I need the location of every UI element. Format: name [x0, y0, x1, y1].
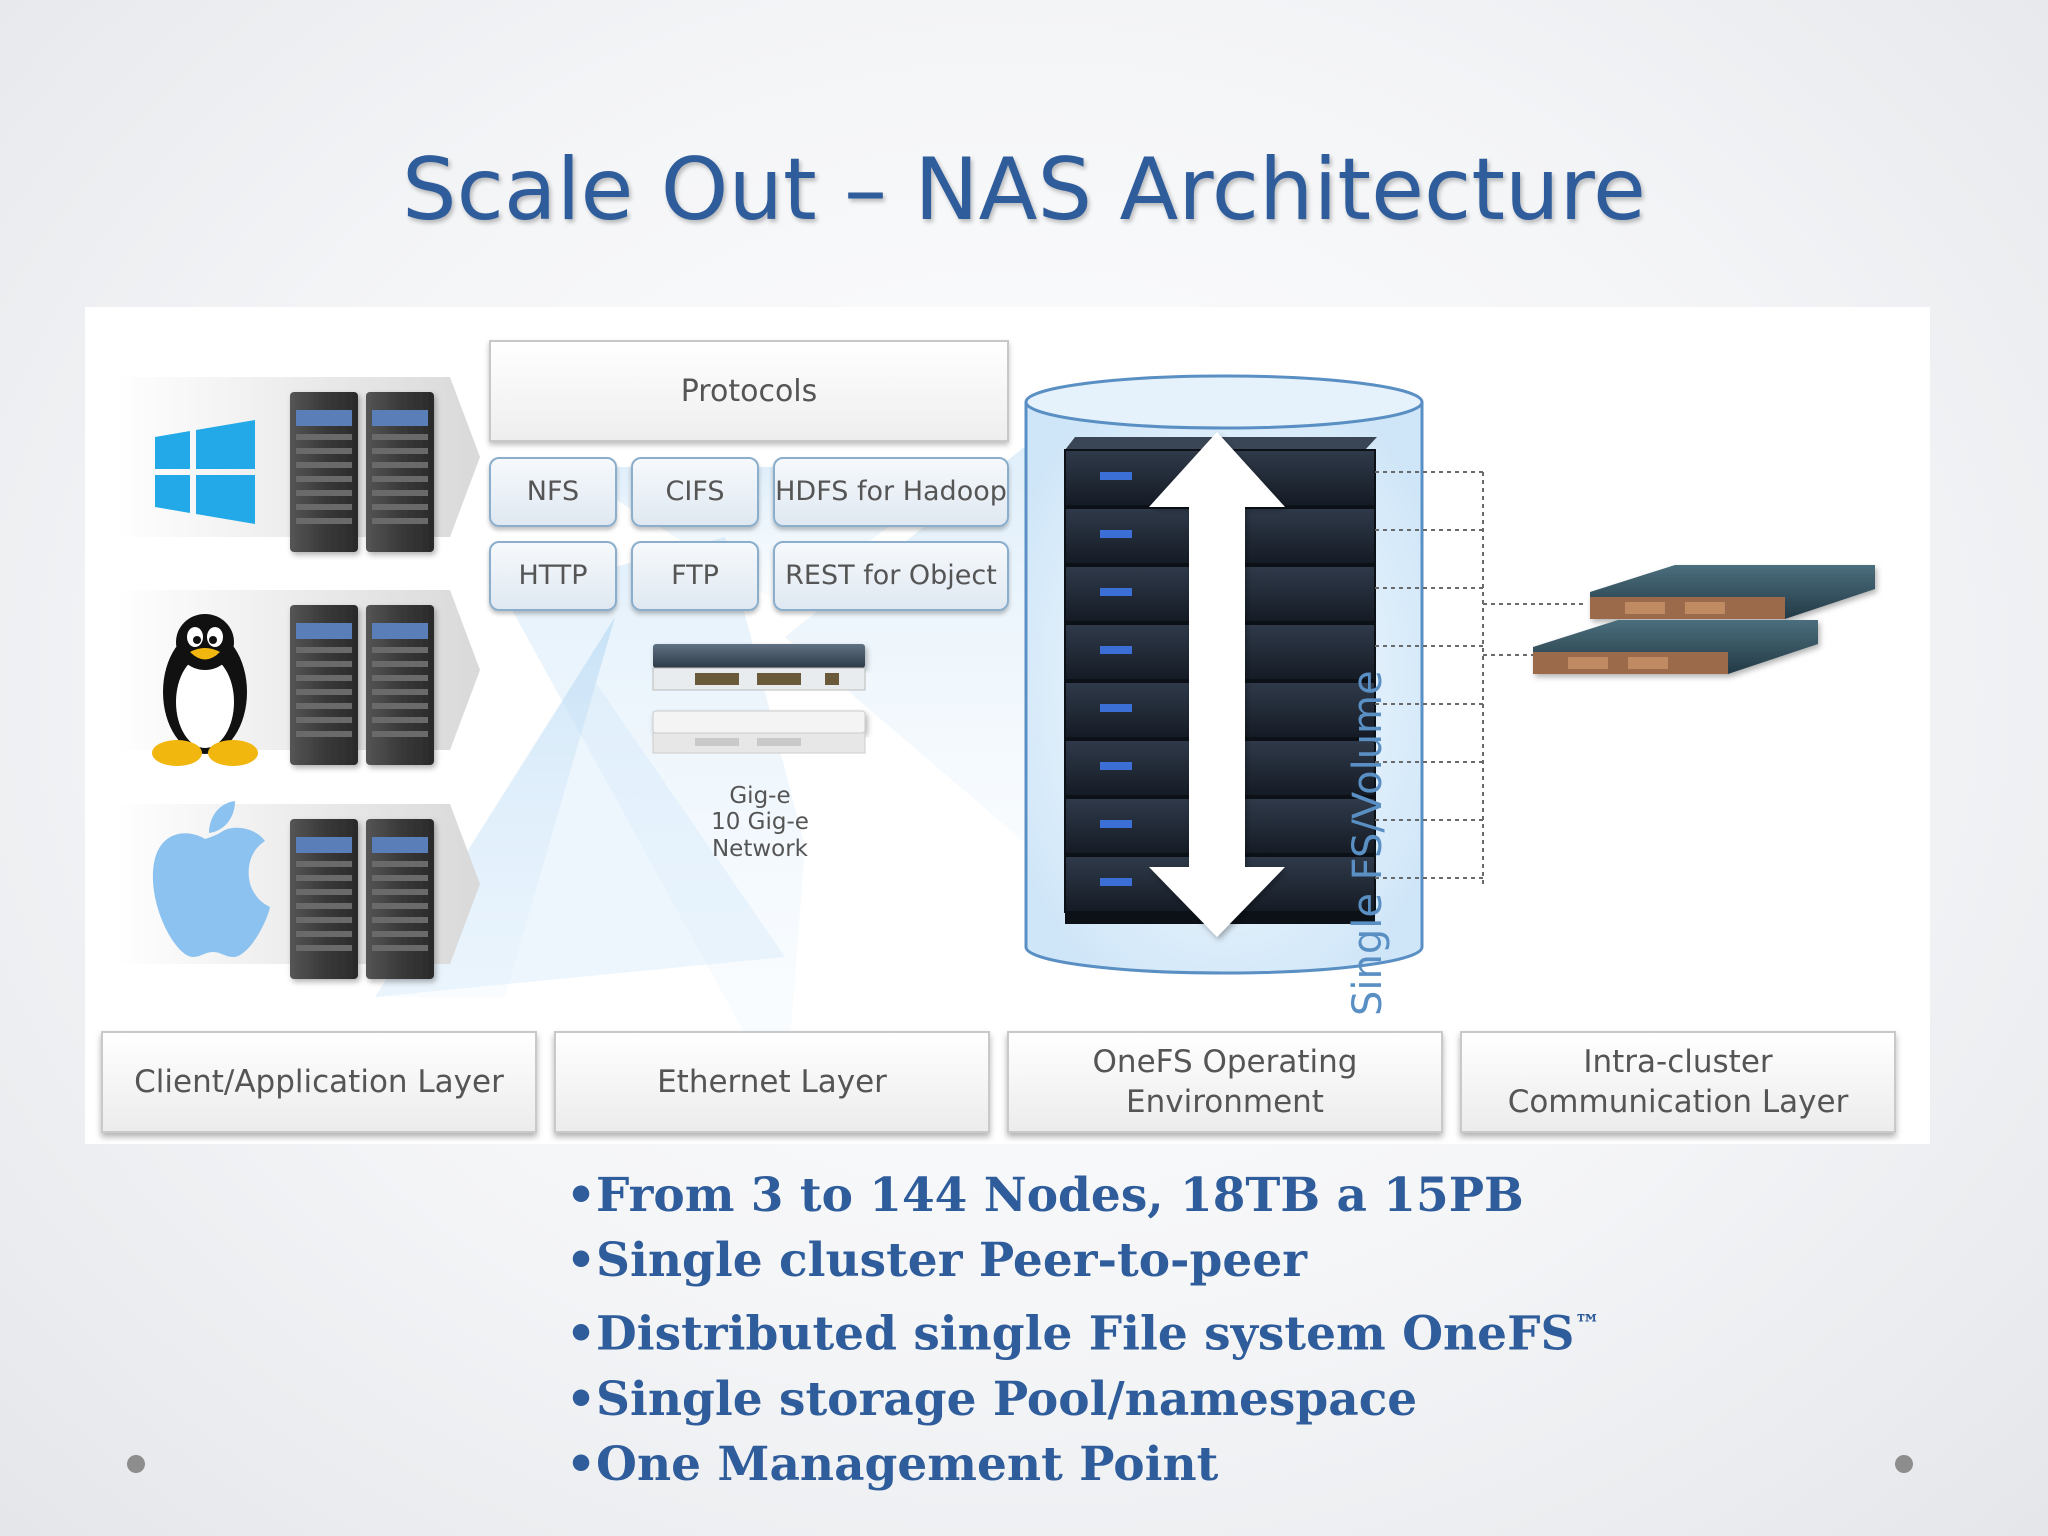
- network-label-line: Network: [711, 835, 809, 862]
- layer-onefs: OneFS Operating Environment: [1007, 1031, 1443, 1133]
- protocol-ftp: FTP: [631, 541, 759, 611]
- architecture-diagram: Protocols NFS CIFS HDFS for Hadoop HTTP …: [85, 307, 1930, 1144]
- protocol-hdfs: HDFS for Hadoop: [773, 457, 1009, 527]
- windows-logo-icon: [155, 420, 255, 524]
- bullet-text: •One Management Point: [566, 1436, 1219, 1492]
- apple-logo-icon: [152, 801, 270, 957]
- layer-client-application: Client/Application Layer: [101, 1031, 537, 1133]
- network-switch-icon: [652, 644, 866, 754]
- slide-title: Scale Out – NAS Architecture: [402, 140, 1646, 240]
- trademark-symbol: ™: [1574, 1310, 1601, 1340]
- intra-cluster-connections: [1375, 471, 1585, 885]
- feature-bullets: •From 3 to 144 Nodes, 18TB a 15PB •Singl…: [566, 1163, 1600, 1497]
- single-volume-label: Single FS/Volume: [1345, 670, 1391, 1016]
- slide-decoration-dot-left: [127, 1455, 145, 1473]
- bullet-text: •Distributed single File system OneFS: [566, 1306, 1575, 1362]
- protocol-rest: REST for Object: [773, 541, 1009, 611]
- client-server-racks: [290, 392, 434, 979]
- network-label: Gig-e 10 Gig-e Network: [685, 783, 835, 862]
- slide-decoration-dot-right: [1895, 1455, 1913, 1473]
- protocols-header: Protocols: [489, 340, 1009, 442]
- protocol-cifs: CIFS: [631, 457, 759, 527]
- protocol-nfs: NFS: [489, 457, 617, 527]
- infiniband-switch-icon: [1533, 565, 1875, 674]
- protocol-http: HTTP: [489, 541, 617, 611]
- bullet-item: •Distributed single File system OneFS™: [566, 1293, 1600, 1367]
- bullet-text: •Single storage Pool/namespace: [566, 1371, 1418, 1427]
- single-volume-arrow: [1149, 432, 1285, 937]
- bullet-text: •From 3 to 144 Nodes, 18TB a 15PB: [566, 1168, 1524, 1223]
- diagram-graphics: [115, 374, 1875, 1107]
- bullet-item: •Single cluster Peer-to-peer: [566, 1228, 1600, 1293]
- bullet-item: •From 3 to 144 Nodes, 18TB a 15PB: [566, 1163, 1600, 1228]
- layer-ethernet: Ethernet Layer: [554, 1031, 990, 1133]
- bullet-item: •One Management Point: [566, 1432, 1600, 1497]
- network-label-line: 10 Gig-e: [711, 809, 809, 836]
- network-label-line: Gig-e: [729, 783, 791, 809]
- bullet-item: •Single storage Pool/namespace: [566, 1367, 1600, 1432]
- layer-intra-cluster: Intra-cluster Communication Layer: [1460, 1031, 1896, 1133]
- linux-tux-icon: [152, 614, 258, 766]
- bullet-text: •Single cluster Peer-to-peer: [566, 1233, 1307, 1288]
